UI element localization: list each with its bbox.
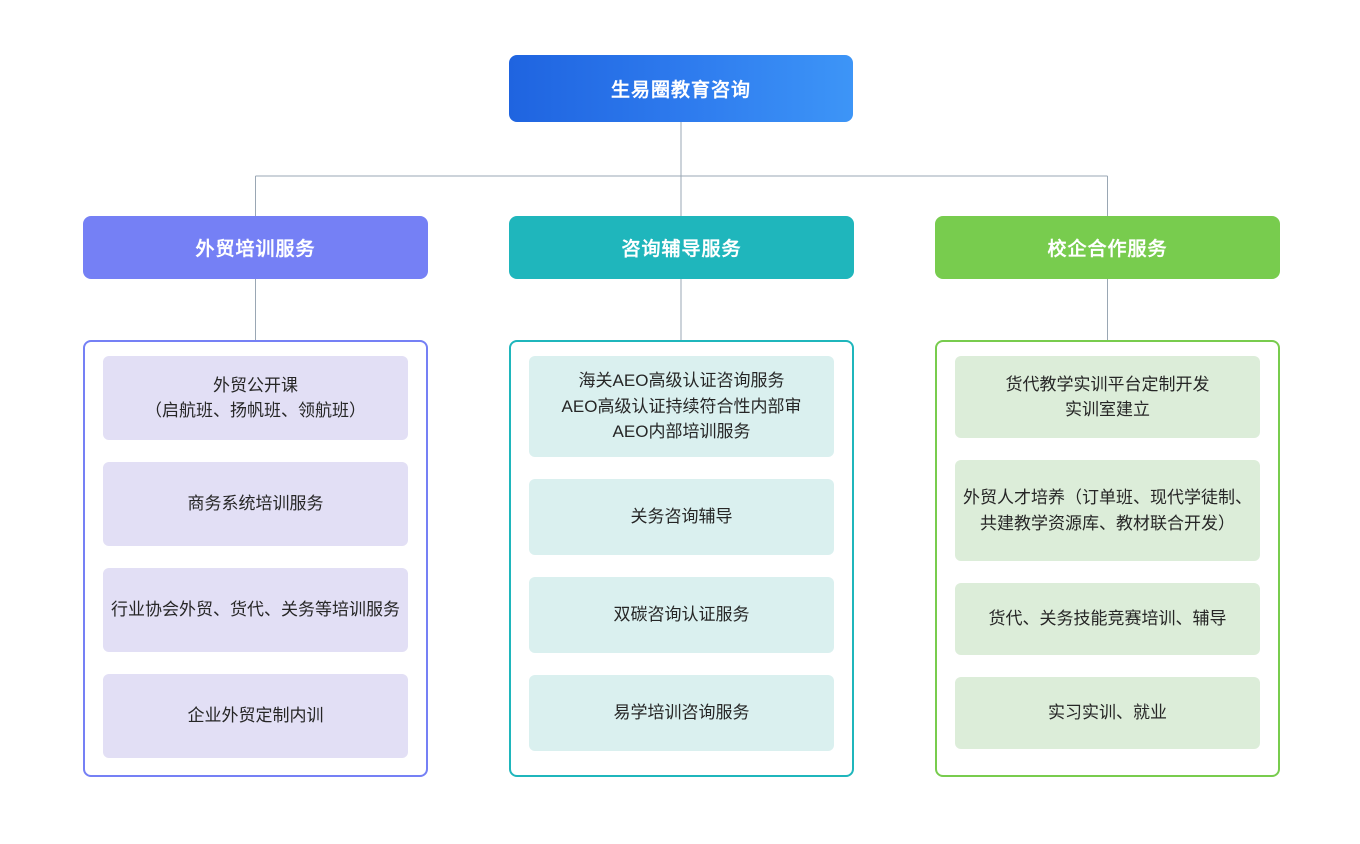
branch-header-2-label: 咨询辅导服务 bbox=[621, 239, 742, 260]
branch-column-2: 咨询辅导服务 海关AEO高级认证咨询服务 AEO高级认证持续符合性内部审 AEO… bbox=[509, 216, 854, 777]
service-card[interactable]: 外贸人才培养（订单班、现代学徒制、共建教学资源库、教材联合开发） bbox=[955, 460, 1260, 561]
service-card[interactable]: 外贸公开课 （启航班、扬帆班、领航班） bbox=[103, 356, 408, 440]
root-node-label: 生易圈教育咨询 bbox=[610, 80, 751, 101]
branch-header-3[interactable]: 校企合作服务 bbox=[935, 216, 1280, 279]
branch-body-2: 海关AEO高级认证咨询服务 AEO高级认证持续符合性内部审 AEO内部培训服务 … bbox=[509, 340, 854, 777]
service-card[interactable]: 货代、关务技能竞赛培训、辅导 bbox=[955, 583, 1260, 655]
branch-header-1-label: 外贸培训服务 bbox=[195, 239, 316, 260]
service-card[interactable]: 行业协会外贸、货代、关务等培训服务 bbox=[103, 568, 408, 652]
service-card[interactable]: 海关AEO高级认证咨询服务 AEO高级认证持续符合性内部审 AEO内部培训服务 bbox=[529, 356, 834, 457]
branch-column-1: 外贸培训服务 外贸公开课 （启航班、扬帆班、领航班） 商务系统培训服务 行业协会… bbox=[83, 216, 428, 777]
service-card[interactable]: 关务咨询辅导 bbox=[529, 479, 834, 555]
service-card[interactable]: 易学培训咨询服务 bbox=[529, 675, 834, 751]
service-card[interactable]: 商务系统培训服务 bbox=[103, 462, 408, 546]
branch-column-3: 校企合作服务 货代教学实训平台定制开发 实训室建立 外贸人才培养（订单班、现代学… bbox=[935, 216, 1280, 777]
service-card[interactable]: 双碳咨询认证服务 bbox=[529, 577, 834, 653]
branch-header-3-label: 校企合作服务 bbox=[1047, 239, 1168, 260]
service-card[interactable]: 实习实训、就业 bbox=[955, 677, 1260, 749]
branch-body-3: 货代教学实训平台定制开发 实训室建立 外贸人才培养（订单班、现代学徒制、共建教学… bbox=[935, 340, 1280, 777]
branch-header-2[interactable]: 咨询辅导服务 bbox=[509, 216, 854, 279]
service-card[interactable]: 企业外贸定制内训 bbox=[103, 674, 408, 758]
root-node[interactable]: 生易圈教育咨询 bbox=[509, 55, 853, 122]
branch-header-1[interactable]: 外贸培训服务 bbox=[83, 216, 428, 279]
service-card[interactable]: 货代教学实训平台定制开发 实训室建立 bbox=[955, 356, 1260, 438]
branch-body-1: 外贸公开课 （启航班、扬帆班、领航班） 商务系统培训服务 行业协会外贸、货代、关… bbox=[83, 340, 428, 777]
